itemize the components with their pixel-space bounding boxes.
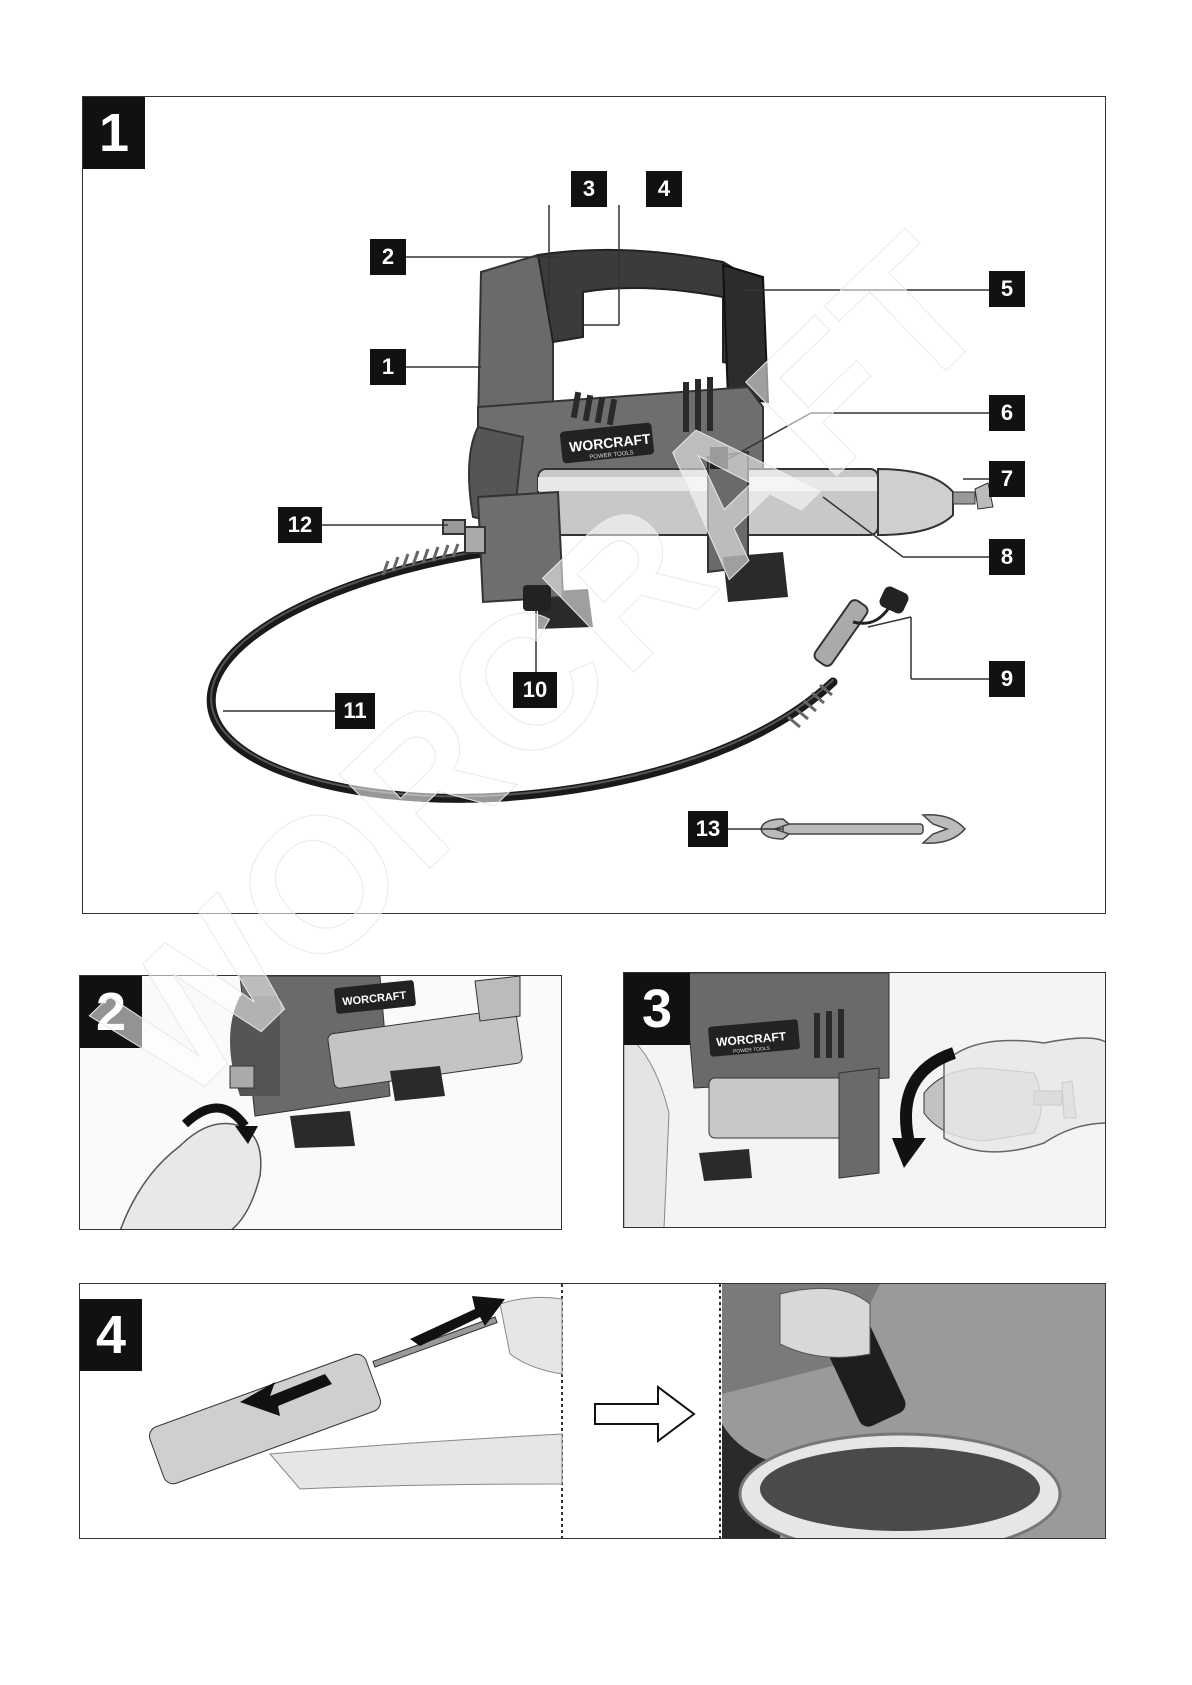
callout-1: 1 <box>370 349 406 385</box>
callout-3: 3 <box>571 171 607 207</box>
callout-8: 8 <box>989 539 1025 575</box>
wrench-illustration <box>761 815 965 843</box>
callout-13: 13 <box>688 811 728 847</box>
coupler-removal-photo: WORCRAFT <box>80 976 562 1230</box>
figure-4-panel: 4 <box>79 1283 1106 1539</box>
step-badge-4: 4 <box>80 1299 142 1371</box>
callout-4: 4 <box>646 171 682 207</box>
step-badge-2: 2 <box>80 976 142 1048</box>
callout-2: 2 <box>370 239 406 275</box>
grease-gun-illustration: WORCRAFT POWER TOOLS <box>83 97 1106 914</box>
callout-6: 6 <box>989 395 1025 431</box>
figure-3-panel: WORCRAFT POWER TOOLS 3 <box>623 972 1106 1228</box>
grease-fill-photos <box>80 1284 1106 1539</box>
figure-2-panel: WORCRAFT 2 <box>79 975 562 1230</box>
figure-1-panel: 1 <box>82 96 1106 914</box>
callout-7: 7 <box>989 461 1025 497</box>
callout-11: 11 <box>335 693 375 729</box>
step-badge-3: 3 <box>624 973 690 1045</box>
cartridge-unscrew-photo: WORCRAFT POWER TOOLS <box>624 973 1106 1228</box>
callout-5: 5 <box>989 271 1025 307</box>
callout-10: 10 <box>513 672 557 708</box>
callout-9: 9 <box>989 661 1025 697</box>
callout-12: 12 <box>278 507 322 543</box>
